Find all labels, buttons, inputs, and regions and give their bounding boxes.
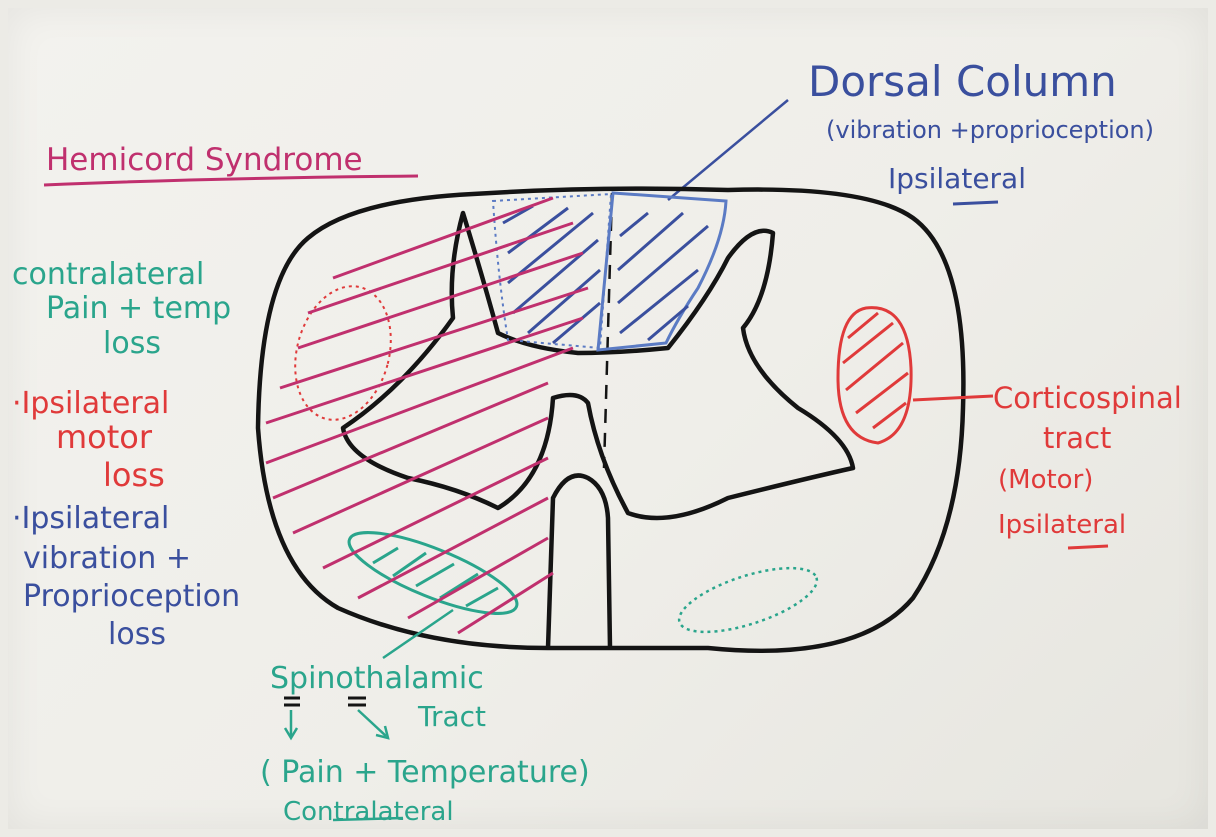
spinothalamic-arrows bbox=[285, 710, 388, 738]
note-motor-1: ·Ipsilateral bbox=[12, 386, 169, 421]
corticospinal-hatch bbox=[843, 313, 908, 428]
note-motor-2: motor bbox=[56, 418, 153, 456]
dorsal-side-underline bbox=[953, 202, 998, 204]
corticospinal-label-1: Corticospinal bbox=[993, 381, 1182, 415]
spinothalamic-label-1: Spinothalamic bbox=[270, 661, 484, 696]
title: Hemicord Syndrome bbox=[46, 142, 363, 178]
hemisection-hatch bbox=[266, 198, 588, 633]
spinothalamic-function: ( Pain + Temperature) bbox=[260, 755, 590, 790]
corticospinal-function: (Motor) bbox=[998, 465, 1093, 495]
note-contralateral-3: loss bbox=[103, 326, 161, 361]
note-vibration-3: Proprioception bbox=[23, 579, 240, 614]
note-vibration-4: loss bbox=[108, 617, 166, 652]
note-vibration-2: vibration + bbox=[23, 541, 191, 576]
corticospinal-label-2: tract bbox=[1043, 421, 1111, 455]
corticospinal-side: Ipsilateral bbox=[998, 510, 1126, 540]
grey-matter bbox=[343, 213, 853, 518]
note-motor-3: loss bbox=[103, 456, 165, 494]
corticospinal-side-underline bbox=[1068, 546, 1108, 548]
spinothalamic-side: Contralateral bbox=[283, 797, 454, 827]
dorsal-column-label: Dorsal Column bbox=[808, 57, 1117, 106]
note-vibration-1: ·Ipsilateral bbox=[12, 501, 169, 536]
dorsal-pointer bbox=[668, 100, 788, 200]
dorsal-column-side: Ipsilateral bbox=[888, 162, 1026, 195]
corticospinal-tract bbox=[838, 308, 911, 443]
whiteboard: Hemicord Syndrome Dorsal Column (vibrati… bbox=[8, 8, 1208, 829]
note-contralateral-1: contralateral bbox=[12, 257, 204, 292]
spinothalamic-tract-contralateral bbox=[672, 555, 824, 645]
hemicord-diagram: Hemicord Syndrome Dorsal Column (vibrati… bbox=[8, 8, 1208, 829]
dorsal-column-function: (vibration +proprioception) bbox=[826, 116, 1154, 144]
spinothalamic-tract-ipsilateral bbox=[341, 517, 526, 629]
equals-marks bbox=[284, 698, 366, 705]
spinothalamic-label-2: Tract bbox=[417, 700, 486, 733]
spinothalamic-pointer bbox=[383, 610, 453, 658]
anterior-fissure bbox=[548, 476, 610, 649]
note-contralateral-2: Pain + temp bbox=[46, 291, 231, 326]
corticospinal-pointer bbox=[913, 396, 993, 400]
